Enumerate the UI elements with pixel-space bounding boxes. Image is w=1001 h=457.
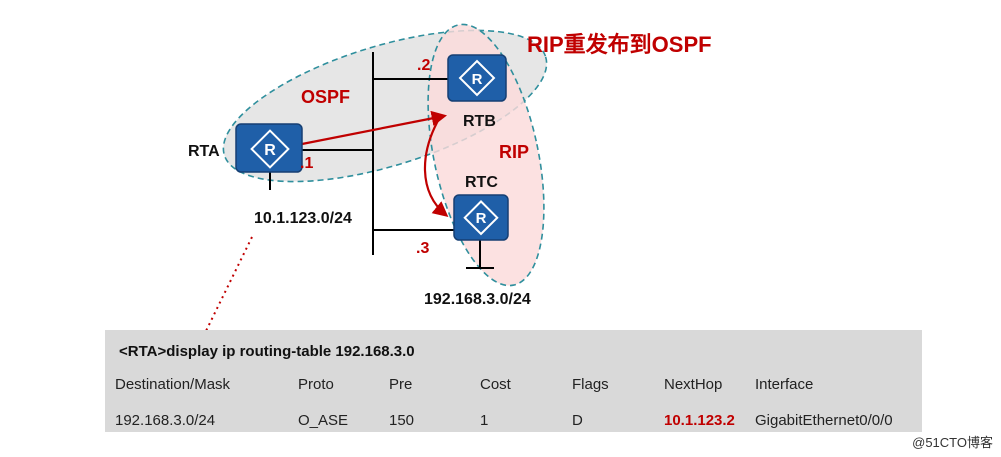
router-diamond-icon bbox=[250, 129, 290, 169]
host-id-rtb: .2 bbox=[417, 57, 431, 74]
cli-header-nexthop: NextHop bbox=[664, 376, 723, 393]
cli-row-flags: D bbox=[572, 412, 583, 429]
cli-header-flags: Flags bbox=[572, 376, 609, 393]
watermark: @51CTO博客 bbox=[912, 435, 993, 450]
router-symbol: R bbox=[476, 210, 487, 227]
router-label-rtb: RTB bbox=[463, 113, 496, 130]
cli-callout-line bbox=[205, 236, 253, 332]
route-advertise-arrow bbox=[301, 110, 448, 146]
cli-header-cost: Cost bbox=[480, 376, 511, 393]
router-label-rta: RTA bbox=[188, 143, 220, 160]
cli-output-panel: <RTA>display ip routing-table 192.168.3.… bbox=[105, 330, 922, 432]
router-rtb[interactable]: R bbox=[447, 54, 507, 102]
router-symbol: R bbox=[472, 71, 483, 88]
router-symbol: R bbox=[264, 142, 276, 159]
router-rta[interactable]: R bbox=[235, 123, 303, 173]
cli-row-nexthop: 10.1.123.2 bbox=[664, 412, 735, 429]
ospf-area-label: OSPF bbox=[301, 87, 351, 107]
cli-row-pre: 150 bbox=[389, 412, 415, 429]
rip-area-label: RIP bbox=[499, 142, 530, 162]
cli-command: <RTA>display ip routing-table 192.168.3.… bbox=[119, 343, 415, 360]
router-label-rtc: RTC bbox=[465, 174, 498, 191]
cli-row-cost: 1 bbox=[480, 412, 489, 429]
network-shared: 10.1.123.0/24 bbox=[254, 210, 352, 227]
router-diamond-icon bbox=[463, 200, 499, 236]
cli-row-proto: O_ASE bbox=[298, 412, 349, 429]
cli-header-pre: Pre bbox=[389, 376, 413, 393]
cli-header-proto: Proto bbox=[298, 376, 334, 393]
cli-header-interface: Interface bbox=[755, 376, 814, 393]
router-rtc[interactable]: R bbox=[453, 194, 509, 241]
router-diamond-icon bbox=[458, 59, 496, 97]
cli-header-destination: Destination/Mask bbox=[115, 376, 231, 393]
diagram-title: RIP重发布到OSPF bbox=[527, 32, 712, 57]
host-id-rtc: .3 bbox=[416, 240, 430, 257]
cli-row-interface: GigabitEthernet0/0/0 bbox=[755, 412, 893, 429]
network-stub: 192.168.3.0/24 bbox=[424, 291, 531, 308]
cli-row-destination: 192.168.3.0/24 bbox=[115, 412, 216, 429]
host-id-rta: .1 bbox=[300, 155, 314, 172]
redistribute-arrow bbox=[423, 116, 449, 217]
